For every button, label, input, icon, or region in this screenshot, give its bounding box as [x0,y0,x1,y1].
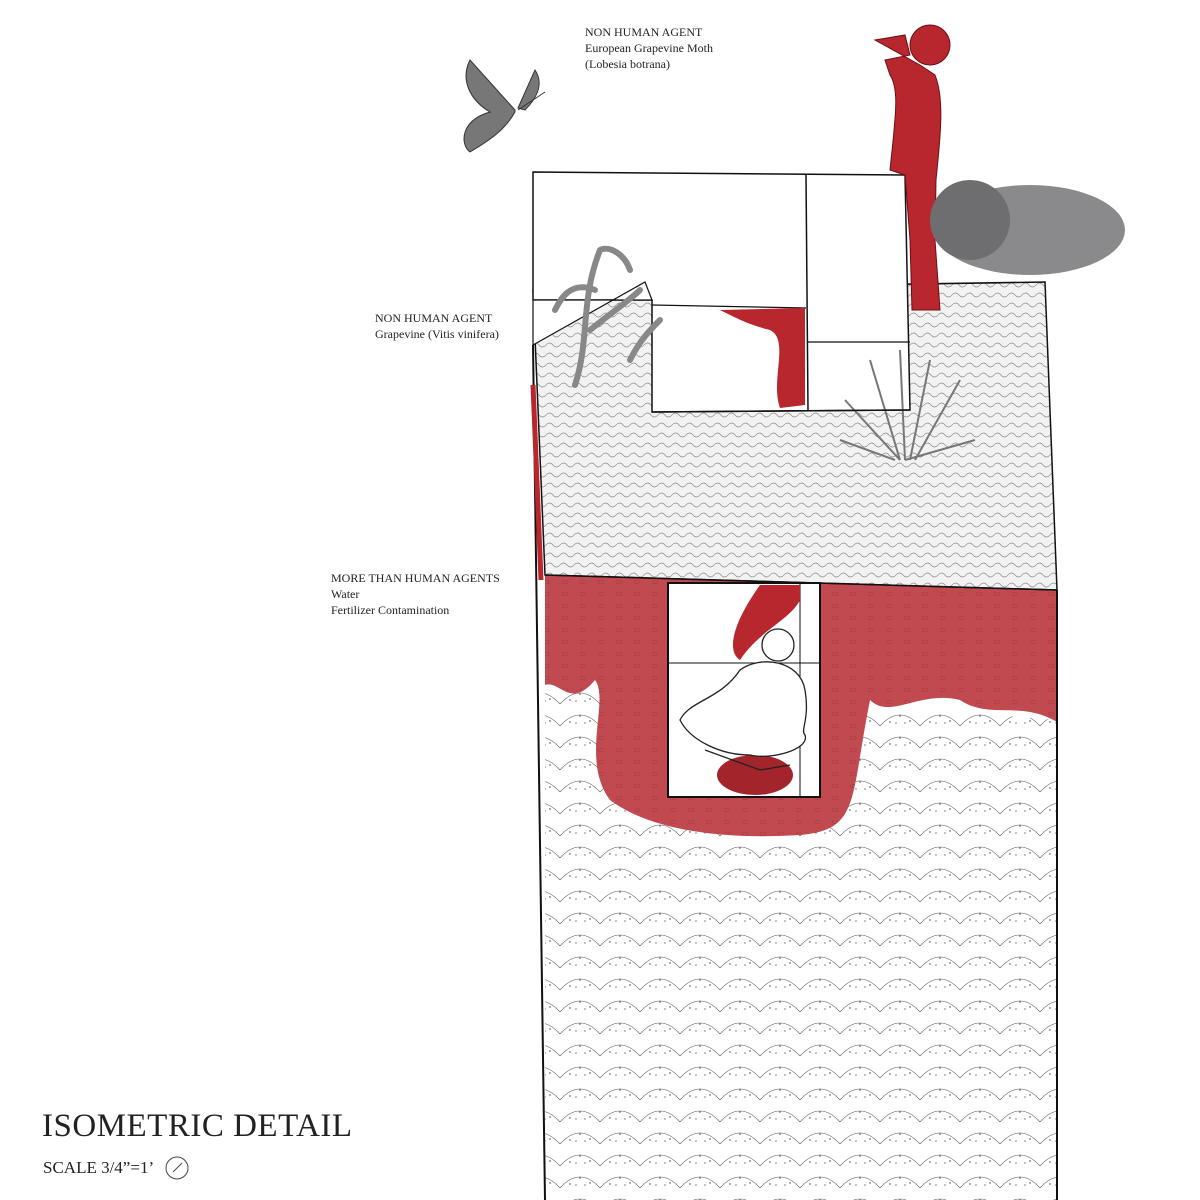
grapevine-label-name: Grapevine (Vitis vinifera) [375,327,499,341]
moth-label: NON HUMAN AGENT European Grapevine Moth … [585,24,713,72]
drawing-title: ISOMETRIC DETAIL [42,1108,353,1144]
human-observer [873,24,951,311]
shrub-top-right [930,180,1125,275]
water-label: MORE THAN HUMAN AGENTS Water Fertilizer … [331,570,500,618]
moth-label-latin-name: (Lobesia botrana) [585,57,670,71]
water-label-line1: Water [331,587,360,601]
grapevine-label: NON HUMAN AGENT Grapevine (Vitis vinifer… [375,310,499,342]
grapevine-illustration [552,245,663,388]
scale-text: SCALE 3/4”=1’ [43,1158,155,1177]
grapevine-label-heading: NON HUMAN AGENT [375,311,493,325]
north-arrow-icon [165,1156,189,1180]
moth-illustration [463,59,546,153]
moth-label-common-name: European Grapevine Moth [585,41,713,55]
scale-note: SCALE 3/4”=1’ [43,1155,190,1181]
seated-figure [679,628,808,795]
water-label-line2: Fertilizer Contamination [331,603,450,617]
water-label-heading: MORE THAN HUMAN AGENTS [331,571,500,585]
moth-label-heading: NON HUMAN AGENT [585,25,703,39]
